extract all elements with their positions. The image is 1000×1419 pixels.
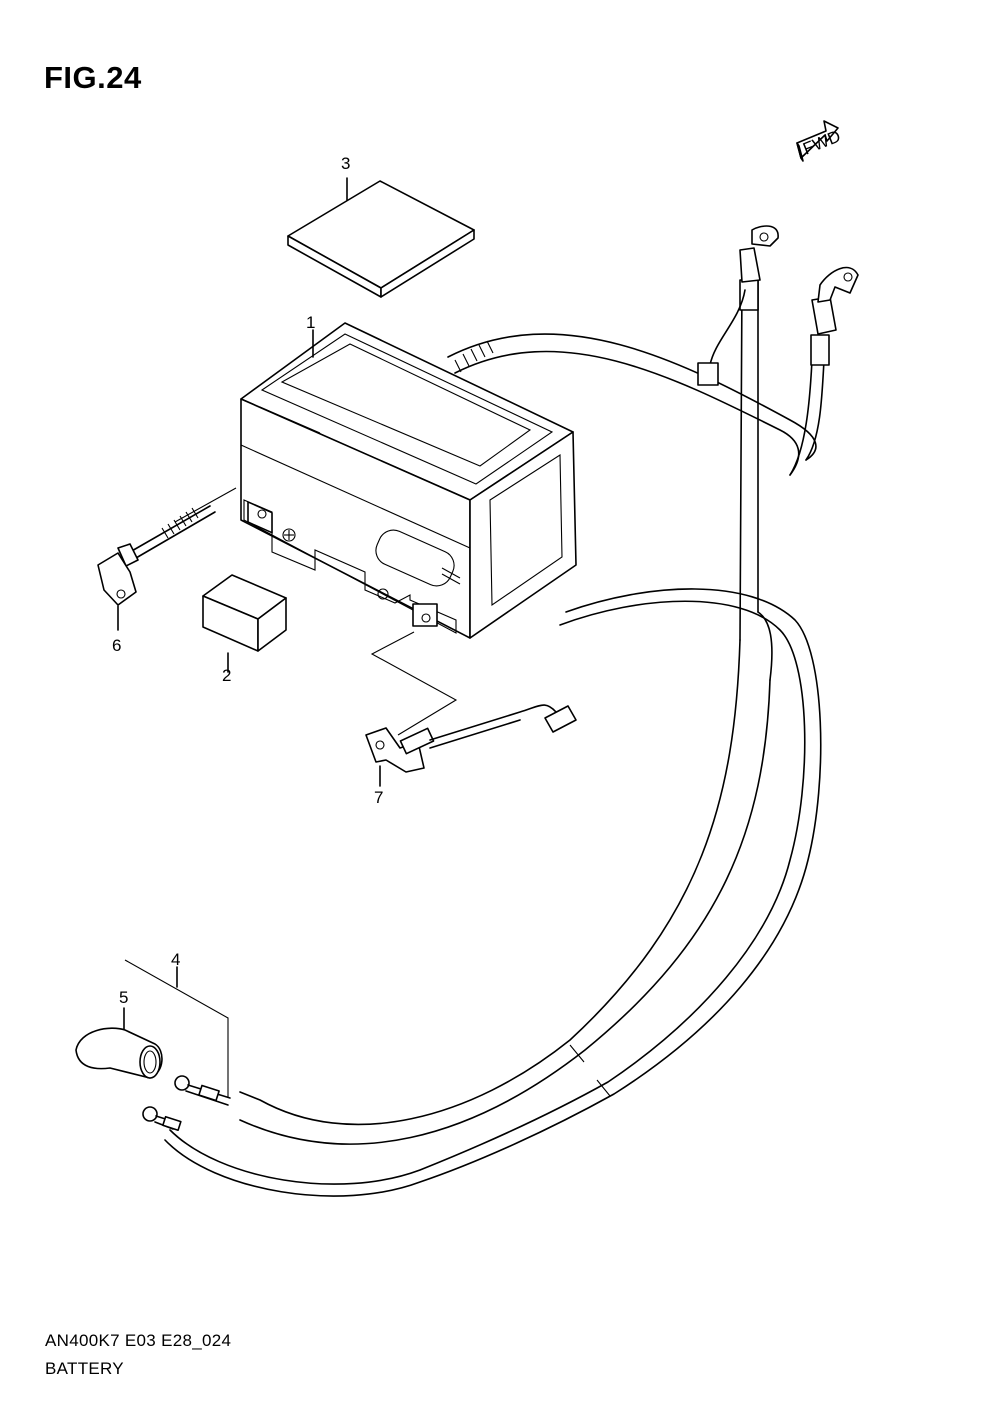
- callout-4: 4: [171, 950, 180, 969]
- part-7-lead: [365, 631, 577, 787]
- part-1-battery: [240, 322, 577, 639]
- diagram-code: AN400K7 E03 E28_024: [45, 1331, 232, 1350]
- harness-upper-vertical: [697, 225, 779, 641]
- part-4-5-terminals: [75, 959, 231, 1132]
- main-cable-loop: [164, 588, 822, 1197]
- callout-3: 3: [341, 154, 350, 173]
- callout-5: 5: [119, 988, 128, 1007]
- part-2-block: [202, 574, 287, 673]
- part-6-lead: [97, 487, 237, 631]
- callout-1: 1: [306, 313, 315, 332]
- main-cable-upper: [447, 266, 859, 476]
- fwd-label: FWD: [800, 127, 843, 159]
- callout-7: 7: [374, 788, 383, 807]
- fwd-arrow-icon: FWD: [796, 120, 843, 162]
- diagram-name: BATTERY: [45, 1359, 124, 1378]
- figure-title: FIG.24: [44, 60, 142, 95]
- part-3-pad: [287, 177, 475, 298]
- callout-6: 6: [112, 636, 121, 655]
- callout-2: 2: [222, 666, 231, 685]
